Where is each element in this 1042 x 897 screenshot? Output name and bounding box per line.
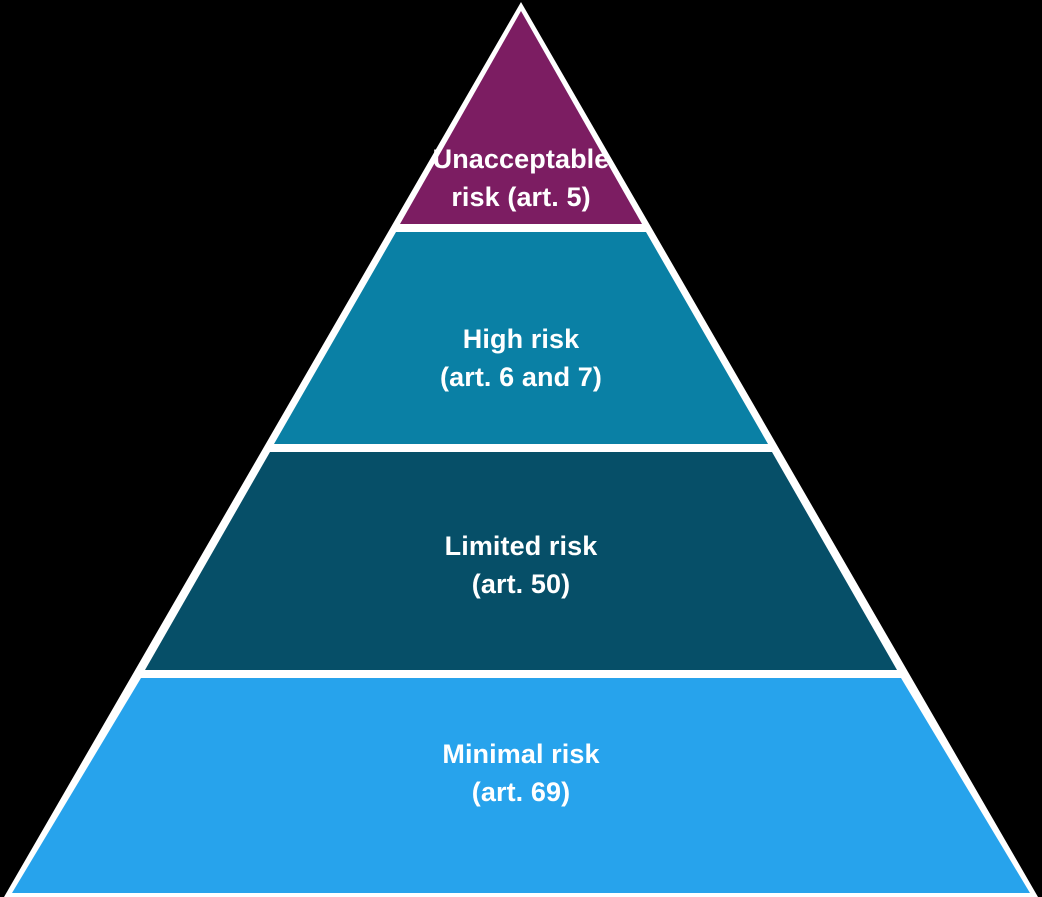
tier-shape-unacceptable[interactable]	[400, 11, 642, 224]
tier-shape-minimal[interactable]	[12, 678, 1030, 893]
pyramid-outline	[4, 2, 1038, 897]
tier-shape-limited[interactable]	[145, 452, 897, 670]
tier-shape-high[interactable]	[274, 232, 768, 444]
